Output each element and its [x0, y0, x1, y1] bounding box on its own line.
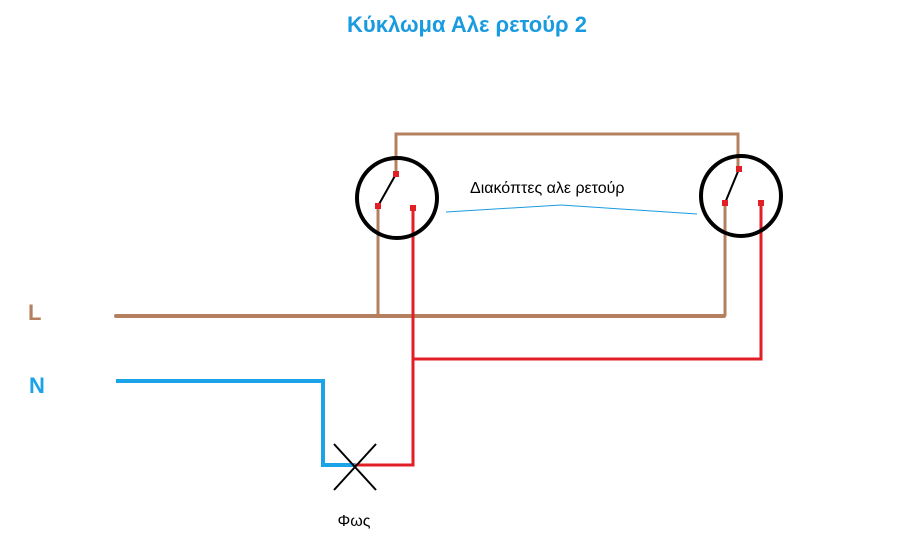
switch-common-link-wire — [394, 132, 740, 174]
line-label: L — [28, 300, 41, 325]
switch-1-terminal-b — [410, 205, 416, 211]
switches-pointer-left — [445, 204, 562, 213]
diagram-title: Κύκλωμα Αλε ρετούρ 2 — [347, 12, 587, 37]
switch-1-body — [355, 156, 439, 240]
switch-1-terminal-common — [393, 171, 399, 177]
switch-2-body — [699, 154, 783, 238]
switch-2-terminal-common — [736, 166, 742, 172]
lamp-feed-wire — [355, 359, 415, 467]
switch-2-terminal-a — [722, 200, 728, 206]
switch-1 — [355, 156, 439, 240]
switch-2-terminal-b — [758, 200, 764, 206]
switch-2-lever — [724, 168, 740, 204]
lamp-label: Φως — [338, 513, 371, 530]
switch-2 — [699, 154, 783, 238]
switch-1-lever — [377, 173, 397, 207]
neutral-wire — [116, 379, 355, 467]
lamp-symbol — [333, 443, 377, 491]
switches-pointer-right — [560, 204, 698, 215]
neutral-label: N — [29, 373, 45, 398]
switch-1-terminal-a — [375, 203, 381, 209]
lamp-cross-line-2 — [333, 443, 377, 491]
traveler-wire — [411, 203, 763, 361]
switches-label: Διακόπτες αλε ρετούρ — [470, 180, 625, 197]
